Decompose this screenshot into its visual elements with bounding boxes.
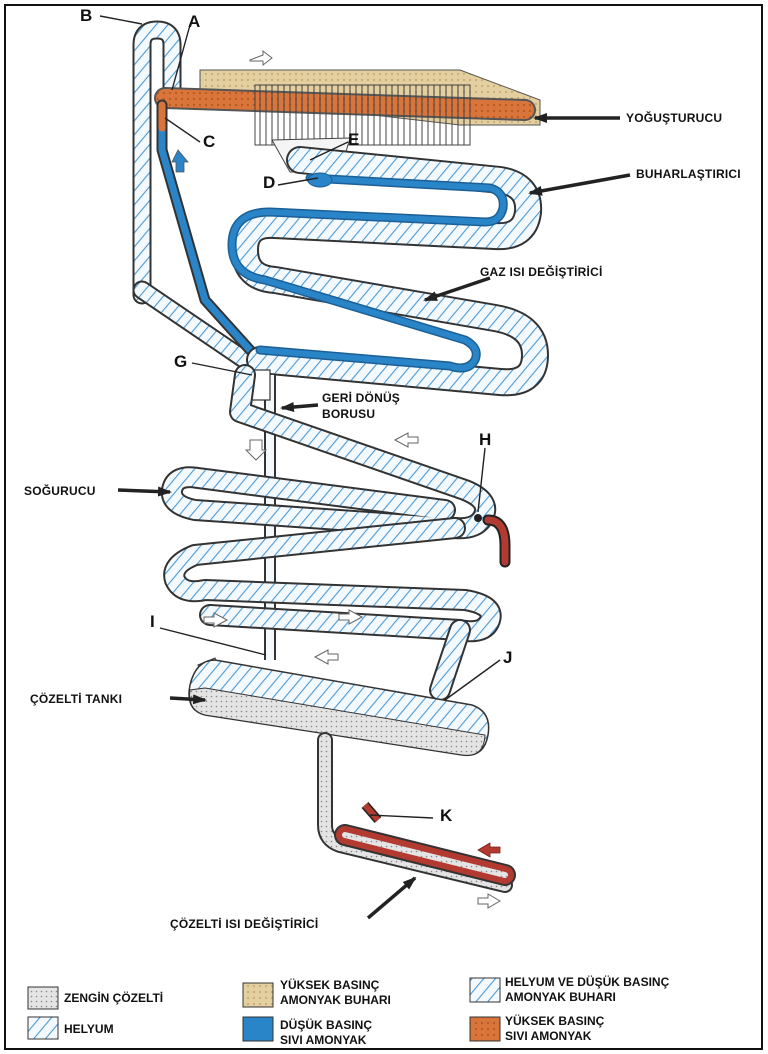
legend-rich-solution: ZENGİN ÇÖZELTİ xyxy=(64,991,163,1006)
flow-arrow-icon xyxy=(246,440,266,460)
legend-hp-liquid-2: SIVI AMONYAK xyxy=(505,1029,591,1044)
legend-lp-liquid-1: DÜŞÜK BASINÇ xyxy=(280,1018,372,1033)
legend-he-lp-2: AMONYAK BUHARI xyxy=(505,990,616,1005)
label-e: E xyxy=(348,130,359,150)
label-i: I xyxy=(150,612,155,632)
legend-hp-liquid-1: YÜKSEK BASINÇ xyxy=(505,1014,604,1029)
evaporator-coil xyxy=(232,138,535,382)
solution-heat-exchanger xyxy=(325,740,505,908)
label-k: K xyxy=(440,806,452,826)
label-b: B xyxy=(80,6,92,26)
label-c: C xyxy=(203,132,215,152)
legend-he-lp-1: HELYUM VE DÜŞÜK BASINÇ xyxy=(505,975,669,990)
legend-swatch-hp-liquid xyxy=(470,1017,500,1041)
flow-arrow-icon xyxy=(395,433,418,447)
label-evaporator: BUHARLAŞTIRICI xyxy=(636,167,762,181)
absorber-coil xyxy=(172,375,505,690)
legend-swatch-rich-solution xyxy=(28,987,58,1009)
legend-hp-vapor-2: AMONYAK BUHARI xyxy=(280,993,391,1008)
legend-swatch-he-lp-vapor xyxy=(470,978,500,1002)
label-return-pipe-1: GERİ DÖNÜŞ xyxy=(322,391,400,405)
label-j: J xyxy=(503,648,512,668)
flow-arrow-icon xyxy=(315,650,338,664)
label-condenser: YOĞUŞTURUCU xyxy=(626,111,722,125)
label-h: H xyxy=(479,430,491,450)
legend-swatch-hp-vapor xyxy=(243,983,273,1007)
flow-arrow-icon xyxy=(250,51,272,65)
flow-arrow-icon xyxy=(478,843,500,857)
legend-swatch-lp-liquid xyxy=(243,1017,273,1041)
legend-hp-vapor-1: YÜKSEK BASINÇ xyxy=(280,978,379,993)
legend-lp-liquid-2: SIVI AMONYAK xyxy=(280,1033,366,1048)
label-gas-heat-exchanger: GAZ ISI DEĞİŞTİRİCİ xyxy=(480,265,602,279)
label-g: G xyxy=(174,352,187,372)
label-d: D xyxy=(263,173,275,193)
flow-arrow-icon xyxy=(478,894,500,908)
flow-arrow-icon xyxy=(172,150,188,172)
label-absorber: SOĞURUCU xyxy=(24,484,96,498)
label-solution-tank: ÇÖZELTİ TANKI xyxy=(30,692,122,706)
label-return-pipe-2: BORUSU xyxy=(322,407,375,421)
label-a: A xyxy=(188,12,200,32)
label-solution-heat-exchanger: ÇÖZELTİ ISI DEĞİŞTİRİCİ xyxy=(170,917,318,931)
legend-helium: HELYUM xyxy=(64,1022,114,1037)
legend-swatch-helium xyxy=(28,1017,58,1039)
